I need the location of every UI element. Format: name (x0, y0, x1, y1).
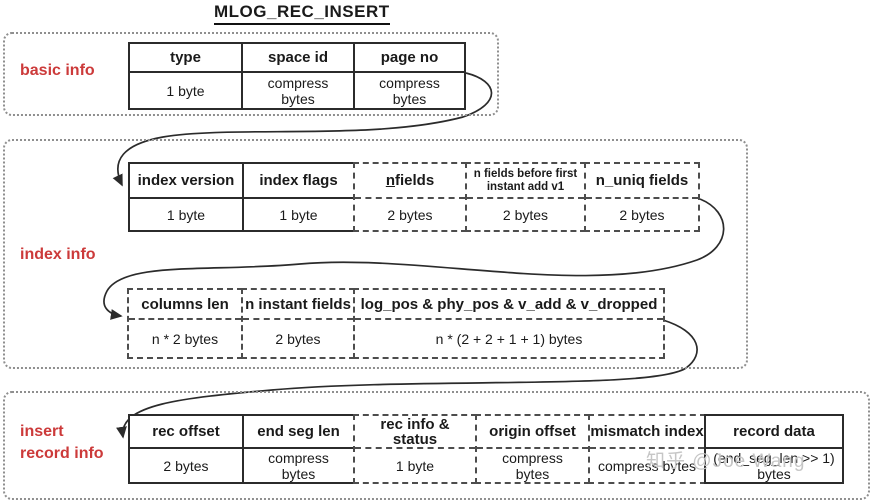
field-size: 2 bytes (163, 457, 209, 474)
field-header: index version (130, 164, 242, 199)
field-header: n fields (355, 164, 465, 199)
field-size: 1 byte (279, 206, 318, 223)
field-header: end seg len (244, 416, 353, 449)
field-cell-rec-info-status: rec info & status 1 byte (353, 414, 477, 484)
basic-info-box (3, 32, 499, 116)
field-size: 1 byte (166, 206, 206, 223)
field-size: 1 byte (166, 82, 205, 99)
field-cell-index-flags: index flags 1 byte (242, 162, 355, 232)
field-header: n_uniq fields (586, 164, 698, 199)
field-cell-columns-len: columns len n * 2 bytes (127, 288, 243, 359)
field-header: space id (243, 44, 353, 73)
index-info-table-1: index version 1 byte index flags 1 byte n fi… (128, 162, 700, 232)
field-cell-n-fields: n fields 2 bytes (353, 162, 467, 232)
field-size: compress bytes (268, 449, 329, 482)
field-header: rec info & status (355, 416, 475, 449)
field-size: 2 bytes (387, 206, 433, 223)
field-size: 2 bytes (502, 206, 549, 223)
field-header: index flags (244, 164, 353, 199)
field-size: (end_seg_len >> 1) bytes (713, 449, 835, 482)
field-header: mismatch index (590, 416, 704, 449)
field-cell-n-instant-fields: n instant fields 2 bytes (241, 288, 355, 359)
field-size: n * (2 + 2 + 1 + 1) bytes (435, 330, 583, 347)
basic-info-label: basic info (20, 62, 95, 79)
insert-record-info-box (3, 391, 870, 500)
field-header: type (130, 44, 241, 73)
field-size: n * 2 bytes (151, 330, 219, 347)
watermark: 知乎 @Joe Wang (646, 451, 806, 472)
field-size: compress bytes (597, 457, 697, 474)
index-info-box (3, 139, 748, 369)
field-header: page no (355, 44, 464, 73)
insert-record-info-label: insert record info (20, 423, 104, 462)
index-info-label: index info (20, 246, 96, 263)
index-info-table-2: columns len n * 2 bytes n instant fields 2 … (127, 288, 665, 359)
field-header: n fields before first instant add v1 (467, 164, 584, 199)
diagram-title: MLOG_REC_INSERT (214, 2, 390, 25)
field-header: log_pos & phy_pos & v_add & v_dropped (355, 290, 663, 320)
field-size: 1 byte (395, 457, 435, 474)
field-size: compress bytes (267, 74, 329, 107)
field-cell-n-fields-before-first-instant-add-v1: n fields before first instant add v1 2 by… (465, 162, 586, 232)
field-size: 2 bytes (619, 206, 665, 223)
field-header: record data (706, 416, 842, 449)
field-size: compress bytes (502, 449, 563, 482)
field-size: compress bytes (379, 74, 440, 107)
field-header: rec offset (130, 416, 242, 449)
field-cell-record-data: record data(end_seg_len >> 1) bytes (704, 414, 844, 484)
field-cell-type: type 1 byte (128, 42, 243, 110)
field-size: 2 bytes (275, 330, 321, 347)
field-header: origin offset (477, 416, 588, 449)
field-cell-index-version: index version 1 byte (128, 162, 244, 232)
field-cell-n-uniq-fields: n_uniq fields 2 bytes (584, 162, 700, 232)
field-cell-rec-offset: rec offset 2 bytes (128, 414, 244, 484)
field-header: n instant fields (243, 290, 353, 320)
field-header: columns len (129, 290, 241, 320)
